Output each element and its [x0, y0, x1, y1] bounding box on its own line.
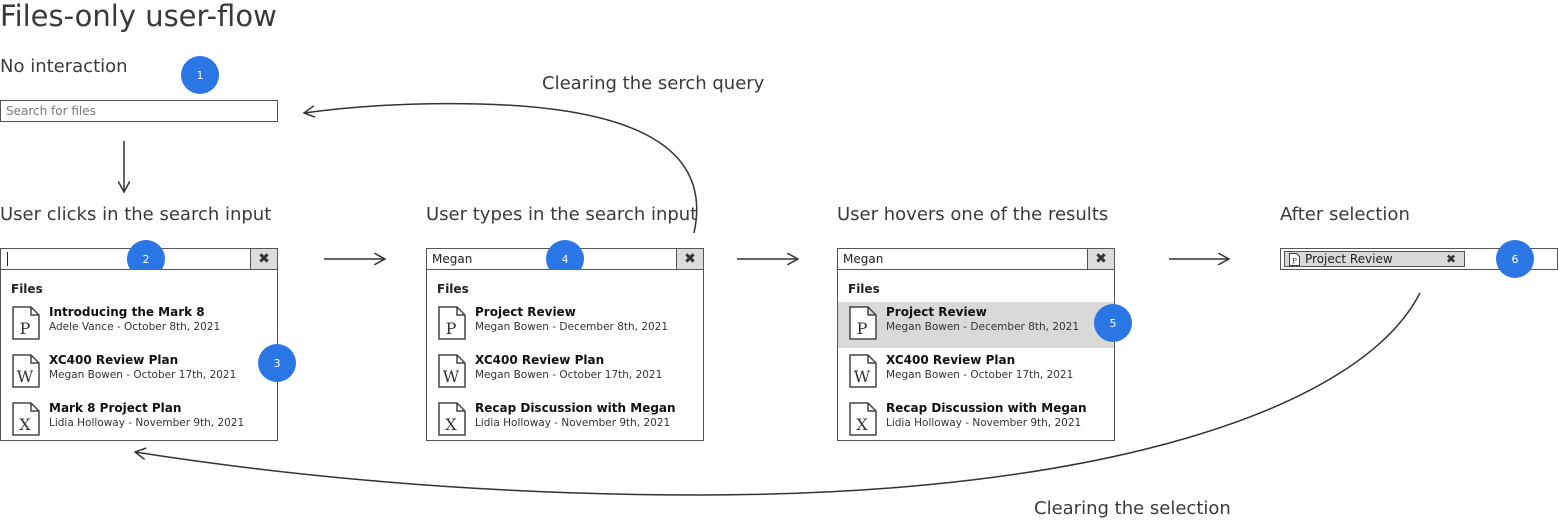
results-section-heading: Files	[848, 282, 880, 296]
page-title: Files-only user-flow	[0, 0, 277, 33]
svg-text:X: X	[856, 415, 868, 434]
step-badge-1: 1	[181, 56, 219, 94]
search-input-hover-state[interactable]: Megan ✖	[837, 248, 1115, 270]
svg-text:P: P	[1292, 258, 1297, 266]
remove-selection-button[interactable]: ✖	[1445, 252, 1456, 266]
clear-button[interactable]: ✖	[250, 249, 277, 269]
flow-label-clear-selection: Clearing the selection	[1034, 498, 1231, 519]
result-title: Project Review	[886, 305, 987, 319]
word-file-icon: W	[849, 354, 877, 388]
excel-file-icon: X	[438, 402, 466, 436]
step-label-no-interaction: No interaction	[0, 56, 128, 77]
step-label-selection: After selection	[1280, 204, 1410, 225]
powerpoint-file-icon: P	[849, 306, 877, 340]
word-file-icon: W	[438, 354, 466, 388]
clear-button[interactable]: ✖	[1087, 249, 1114, 269]
svg-text:W: W	[443, 367, 460, 386]
clear-button[interactable]: ✖	[676, 249, 703, 269]
result-meta: Megan Bowen - October 17th, 2021	[475, 369, 663, 381]
svg-text:W: W	[17, 367, 34, 386]
result-meta: Megan Bowen - October 17th, 2021	[886, 369, 1074, 381]
result-meta: Megan Bowen - December 8th, 2021	[886, 321, 1080, 333]
svg-text:W: W	[854, 367, 871, 386]
result-meta: Lidia Holloway - November 9th, 2021	[49, 417, 245, 429]
result-item[interactable]: P Introducing the Mark 8 Adele Vance - Oct…	[1, 302, 277, 348]
svg-text:P: P	[857, 319, 868, 338]
search-query: Megan	[432, 252, 473, 266]
result-meta: Lidia Holloway - November 9th, 2021	[475, 417, 671, 429]
excel-file-icon: X	[849, 402, 877, 436]
result-title: Mark 8 Project Plan	[49, 401, 182, 415]
powerpoint-file-icon: P	[438, 306, 466, 340]
powerpoint-file-icon: P	[1289, 253, 1300, 266]
result-title: XC400 Review Plan	[49, 353, 179, 367]
step-badge-3: 3	[258, 344, 296, 382]
text-caret	[7, 252, 8, 266]
powerpoint-file-icon: P	[12, 306, 40, 340]
arrow-clear-query	[304, 102, 698, 234]
result-meta: Adele Vance - October 8th, 2021	[49, 321, 221, 333]
result-title: Recap Discussion with Megan	[475, 401, 676, 415]
selected-file-chip[interactable]: P Project Review ✖	[1284, 251, 1465, 267]
word-file-icon: W	[12, 354, 40, 388]
step-badge-5: 5	[1094, 304, 1132, 342]
arrow-clear-selection	[135, 292, 1421, 496]
step-badge-6: 6	[1496, 240, 1534, 278]
result-title: XC400 Review Plan	[475, 353, 605, 367]
step-label-types: User types in the search input	[426, 204, 698, 225]
svg-text:P: P	[446, 319, 457, 338]
excel-file-icon: X	[12, 402, 40, 436]
svg-text:X: X	[19, 415, 31, 434]
search-query: Megan	[843, 252, 884, 266]
results-section-heading: Files	[11, 282, 43, 296]
result-title: XC400 Review Plan	[886, 353, 1016, 367]
result-meta: Megan Bowen - October 17th, 2021	[49, 369, 237, 381]
result-title: Introducing the Mark 8	[49, 305, 205, 319]
result-meta: Lidia Holloway - November 9th, 2021	[886, 417, 1082, 429]
step-label-clicks: User clicks in the search input	[0, 204, 272, 225]
selected-file-label: Project Review	[1305, 252, 1393, 266]
result-title: Project Review	[475, 305, 576, 319]
results-section-heading: Files	[437, 282, 469, 296]
step-label-hovers: User hovers one of the results	[837, 204, 1109, 225]
flow-label-clear-query: Clearing the serch query	[542, 73, 765, 94]
result-title: Recap Discussion with Megan	[886, 401, 1087, 415]
search-input-idle[interactable]: Search for files	[0, 100, 278, 122]
result-meta: Megan Bowen - December 8th, 2021	[475, 321, 669, 333]
search-placeholder: Search for files	[6, 104, 96, 118]
svg-text:X: X	[445, 415, 457, 434]
svg-text:P: P	[20, 319, 31, 338]
